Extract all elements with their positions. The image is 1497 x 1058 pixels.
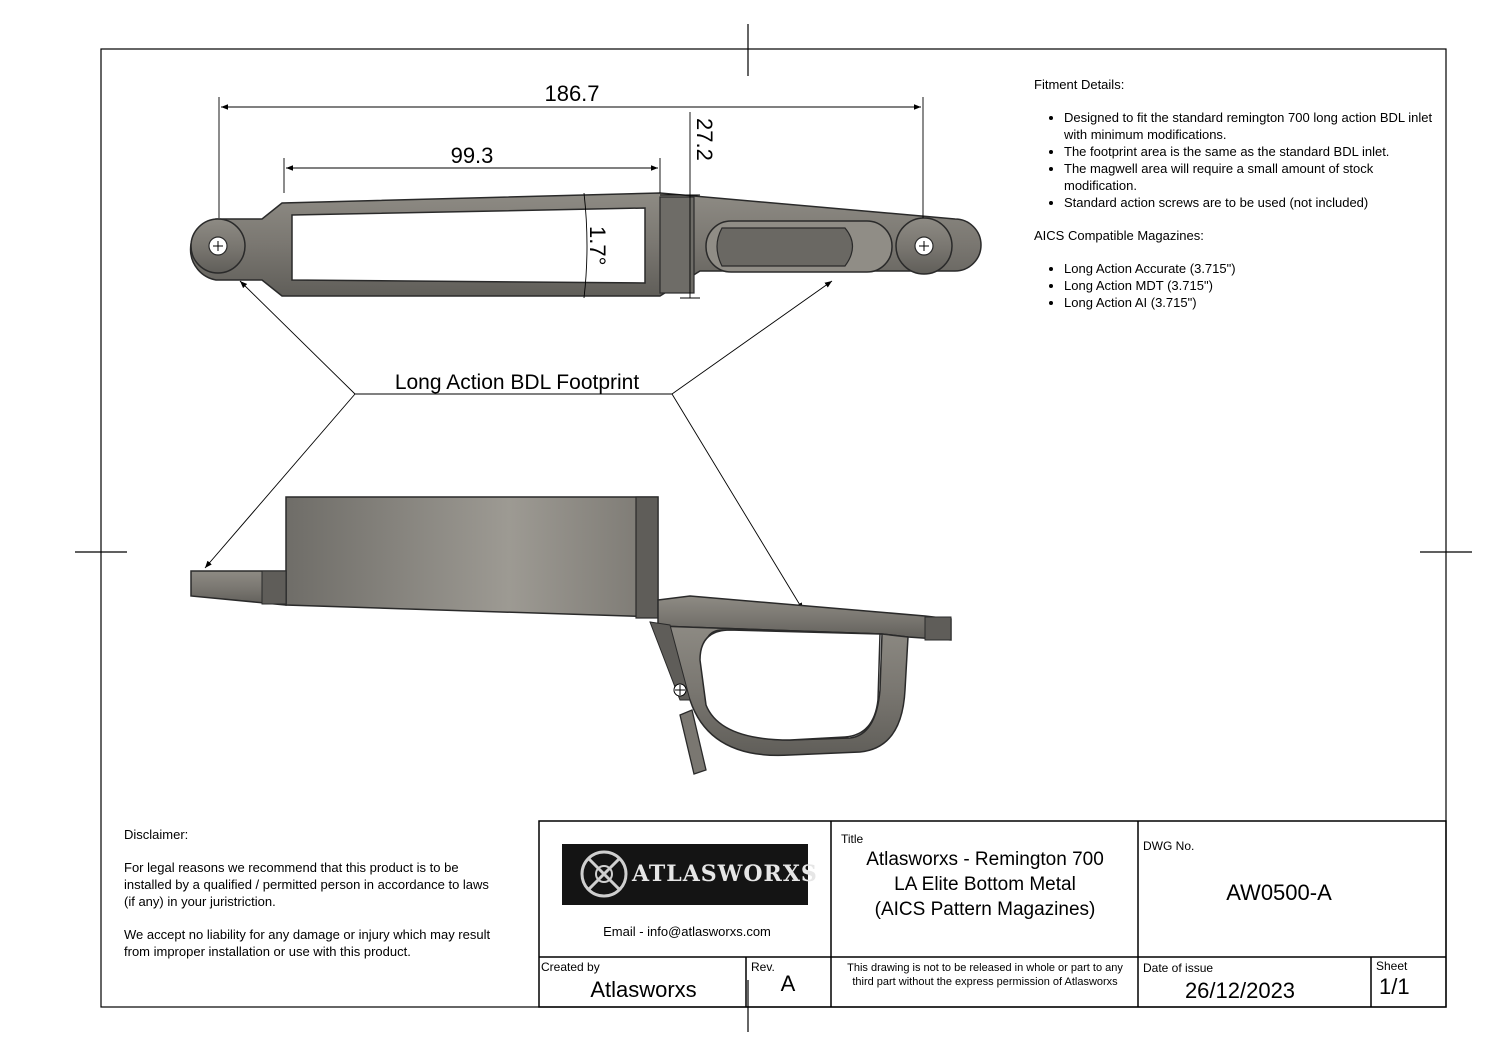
title-line-2: LA Elite Bottom Metal — [894, 874, 1076, 895]
mag-release-lever — [716, 227, 854, 267]
fitment-item: The footprint area is the same as the st… — [1064, 143, 1434, 160]
dim-overall-length: 186.7 — [544, 81, 599, 106]
disclaimer: Disclaimer: For legal reasons we recomme… — [124, 826, 494, 976]
dim-height: 27.2 — [692, 118, 717, 161]
company-logo: ATLASWORXS — [562, 844, 817, 905]
title-block-grid — [538, 820, 1447, 1008]
fitment-heading: Fitment Details: — [1034, 77, 1125, 92]
top-view-part — [189, 192, 982, 297]
sheet-label: Sheet — [1376, 959, 1408, 973]
disclaimer-heading: Disclaimer: — [124, 827, 189, 842]
callout-label: Long Action BDL Footprint — [395, 371, 640, 394]
magazine-item: Long Action Accurate (3.715") — [1064, 260, 1434, 277]
dwg-label: DWG No. — [1143, 839, 1195, 853]
fitment-list: Designed to fit the standard remington 7… — [1034, 109, 1434, 211]
magazines-list: Long Action Accurate (3.715") Long Actio… — [1034, 260, 1434, 311]
dim-angle: 1.7° — [585, 226, 610, 265]
magwell-opening — [291, 207, 646, 284]
logo-emblem-icon — [580, 850, 628, 898]
side-view-part — [190, 496, 952, 775]
dimension-lines — [218, 97, 924, 299]
fitment-item: Designed to fit the standard remington 7… — [1064, 109, 1434, 143]
fitment-details: Fitment Details: Designed to fit the sta… — [1034, 76, 1434, 327]
fitment-item: Standard action screws are to be used (n… — [1064, 194, 1434, 211]
logo-text: ATLASWORXS — [632, 861, 818, 887]
title-line-3: (AICS Pattern Magazines) — [874, 899, 1096, 920]
date-label: Date of issue — [1143, 961, 1214, 975]
fitment-item: The magwell area will require a small am… — [1064, 160, 1434, 194]
title-label: Title — [841, 832, 864, 846]
rev-label: Rev. — [751, 960, 775, 974]
revision: A — [780, 971, 796, 996]
created-by-label: Created by — [541, 960, 600, 974]
issue-date: 26/12/2023 — [1184, 978, 1296, 1003]
disclaimer-paragraph-2: We accept no liability for any damage or… — [124, 927, 491, 959]
created-by: Atlasworxs — [590, 977, 697, 1002]
disclaimer-paragraph-1: For legal reasons we recommend that this… — [124, 860, 489, 909]
dim-magwell-length: 99.3 — [451, 143, 494, 168]
magazine-item: Long Action MDT (3.715") — [1064, 277, 1434, 294]
email: Email - info@atlasworxs.com — [603, 924, 771, 939]
callout-leaders — [204, 280, 833, 611]
release-note: This drawing is not to be released in wh… — [847, 962, 1123, 988]
magazine-item: Long Action AI (3.715") — [1064, 294, 1434, 311]
drawing-title: Atlasworxs - Remington 700 LA Elite Bott… — [834, 847, 1136, 922]
magazines-heading: AICS Compatible Magazines: — [1034, 228, 1204, 243]
sheet-number: 1/1 — [1379, 974, 1410, 999]
dwg-number: AW0500-A — [1226, 880, 1332, 905]
title-line-1: Atlasworxs - Remington 700 — [866, 849, 1104, 870]
